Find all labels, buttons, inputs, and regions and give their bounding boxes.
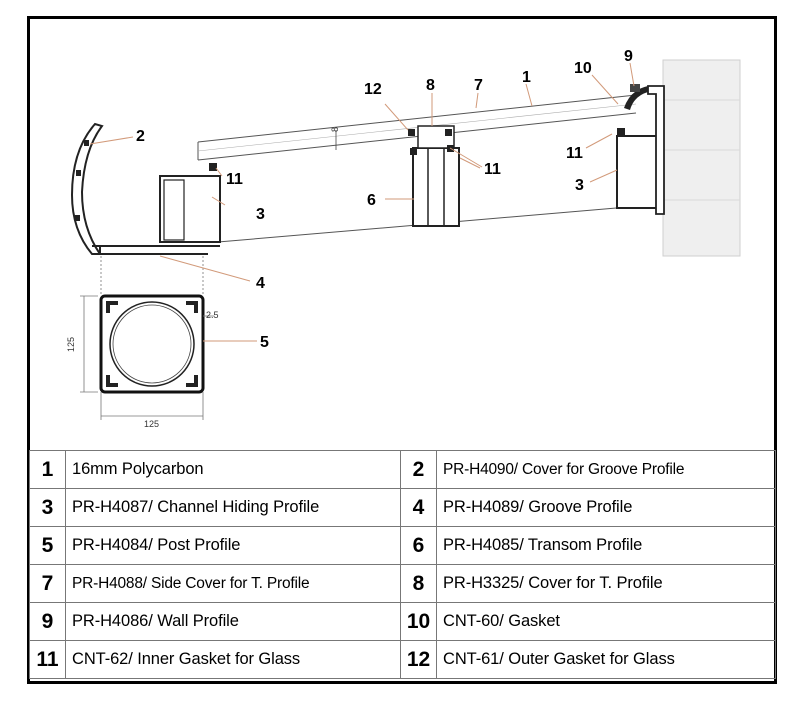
legend-number: 7 — [29, 564, 66, 603]
legend-description: PR-H4089/ Groove Profile — [436, 488, 776, 527]
legend-description: PR-H4085/ Transom Profile — [436, 526, 776, 565]
legend-number: 10 — [400, 602, 437, 641]
parts-legend-table: 1 16mm Polycarbon 2 PR-H4090/ Cover for … — [29, 450, 776, 679]
post-profile-bore-inner — [112, 304, 192, 384]
legend-number: 4 — [400, 488, 437, 527]
legend-number: 8 — [400, 564, 437, 603]
legend-number: 11 — [29, 640, 66, 679]
post-insert-left — [163, 179, 185, 241]
callout-5: 5 — [260, 334, 269, 351]
callout-11-left: 11 — [226, 171, 243, 188]
post-profile-corners — [106, 301, 198, 387]
wall-brick-lines — [663, 99, 740, 201]
legend-number: 1 — [29, 450, 66, 489]
callout-12: 12 — [364, 81, 382, 98]
dimension-lines — [80, 256, 214, 420]
legend-row: 1 16mm Polycarbon 2 PR-H4090/ Cover for … — [29, 450, 776, 489]
legend-row: 5 PR-H4084/ Post Profile 6 PR-H4085/ Tra… — [29, 526, 776, 565]
callout-7: 7 — [474, 77, 483, 94]
gasket-left — [209, 163, 217, 171]
callout-4: 4 — [256, 275, 265, 292]
channel-hiding-profile-left — [159, 175, 221, 243]
dimension-wall: 2.5 — [206, 310, 219, 320]
legend-description: CNT-61/ Outer Gasket for Glass — [436, 640, 776, 679]
post-profile — [99, 294, 205, 394]
callout-3-left: 3 — [256, 206, 265, 223]
callout-8: 8 — [426, 77, 435, 94]
transom-profile — [412, 147, 460, 227]
wall-profile-clip — [630, 84, 640, 92]
legend-row: 7 PR-H4088/ Side Cover for T. Profile 8 … — [29, 564, 776, 603]
groove-profile — [92, 245, 220, 255]
legend-description: 16mm Polycarbon — [65, 450, 401, 489]
wall-profile — [647, 85, 665, 215]
legend-number: 3 — [29, 488, 66, 527]
legend-description: PR-H4090/ Cover for Groove Profile — [436, 450, 776, 489]
polycarbon-sheet — [197, 94, 637, 161]
callout-10: 10 — [574, 60, 592, 77]
legend-number: 5 — [29, 526, 66, 565]
callout-6: 6 — [367, 192, 376, 209]
callout-1: 1 — [522, 69, 531, 86]
legend-number: 12 — [400, 640, 437, 679]
legend-description: PR-H4088/ Side Cover for T. Profile — [65, 564, 401, 603]
legend-description: PR-H4084/ Post Profile — [65, 526, 401, 565]
legend-description: CNT-60/ Gasket — [436, 602, 776, 641]
legend-row: 11 CNT-62/ Inner Gasket for Glass 12 CNT… — [29, 640, 776, 679]
legend-number: 9 — [29, 602, 66, 641]
callout-2: 2 — [136, 128, 145, 145]
wall — [662, 59, 741, 257]
legend-row: 3 PR-H4087/ Channel Hiding Profile 4 PR-… — [29, 488, 776, 527]
legend-description: CNT-62/ Inner Gasket for Glass — [65, 640, 401, 679]
callout-3-right: 3 — [575, 177, 584, 194]
legend-description: PR-H4087/ Channel Hiding Profile — [65, 488, 401, 527]
slope-mark: 8 — [330, 127, 340, 132]
post-profile-bore — [109, 301, 195, 387]
gasket-right — [617, 128, 625, 136]
legend-number: 2 — [400, 450, 437, 489]
callout-11-middle: 11 — [484, 161, 501, 178]
legend-number: 6 — [400, 526, 437, 565]
legend-row: 9 PR-H4086/ Wall Profile 10 CNT-60/ Gask… — [29, 602, 776, 641]
wall-gasket — [624, 86, 648, 110]
callout-11-right: 11 — [566, 145, 583, 162]
groove-cover-gaskets — [75, 140, 89, 221]
dimension-width: 125 — [144, 419, 159, 429]
legend-description: PR-H3325/ Cover for T. Profile — [436, 564, 776, 603]
legend-description: PR-H4086/ Wall Profile — [65, 602, 401, 641]
channel-hiding-profile-right — [616, 135, 658, 209]
callout-9: 9 — [624, 48, 633, 65]
section-drawing: 8 — [66, 48, 741, 429]
leader-lines — [89, 62, 635, 342]
dimension-height: 125 — [66, 337, 76, 352]
